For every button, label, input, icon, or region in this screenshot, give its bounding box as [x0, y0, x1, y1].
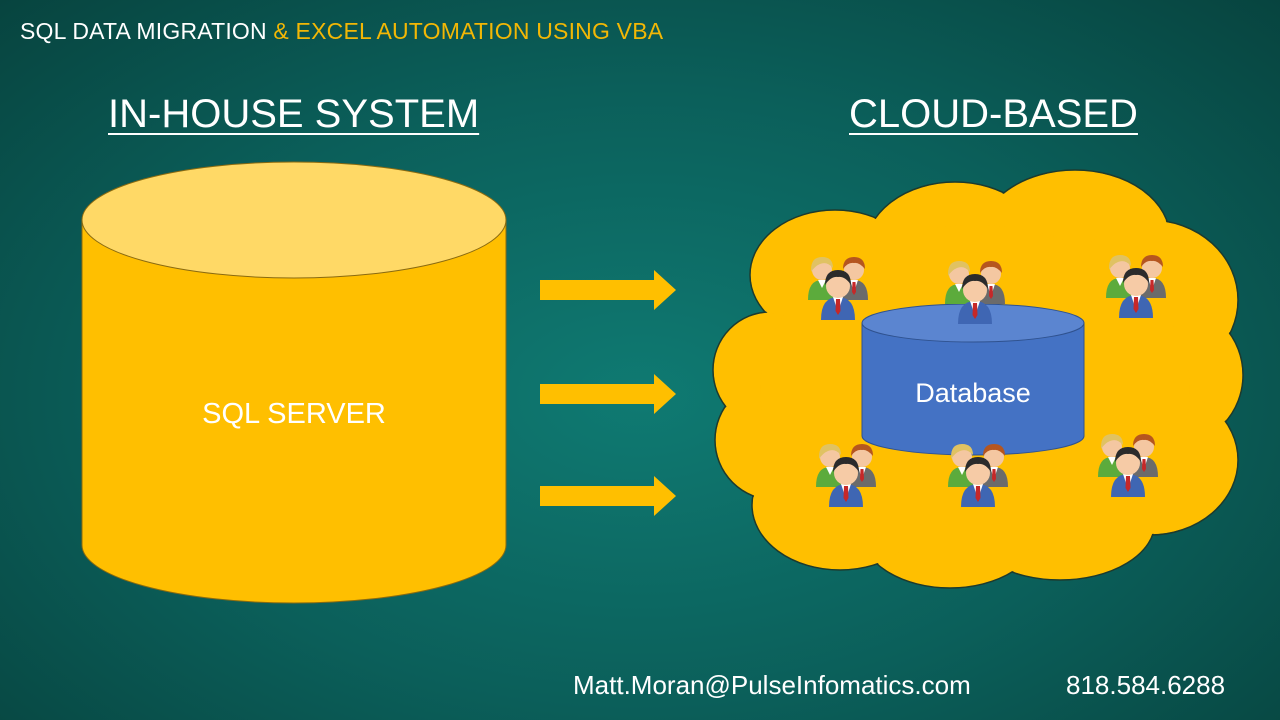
- contact-phone: 818.584.6288: [1066, 670, 1226, 700]
- slide-title: SQL DATA MIGRATION & EXCEL AUTOMATION US…: [20, 18, 663, 45]
- sql-server-cylinder: [81, 161, 507, 604]
- slide-title-part1: SQL DATA MIGRATION: [20, 18, 274, 44]
- migration-arrow-1: [540, 270, 676, 310]
- database-label: Database: [915, 378, 1031, 408]
- in-house-heading: IN-HOUSE SYSTEM: [108, 92, 480, 136]
- migration-arrow-3: [540, 476, 676, 516]
- slide-title-part2: & EXCEL AUTOMATION USING VBA: [273, 18, 664, 44]
- migration-arrow-2: [540, 374, 676, 414]
- sql-server-label: SQL SERVER: [202, 398, 386, 430]
- database-cylinder: [861, 303, 1085, 456]
- contact-email: Matt.Moran@PulseInfomatics.com: [573, 670, 971, 700]
- cloud-heading: CLOUD-BASED: [849, 92, 1138, 136]
- cloud-shape: [712, 169, 1244, 589]
